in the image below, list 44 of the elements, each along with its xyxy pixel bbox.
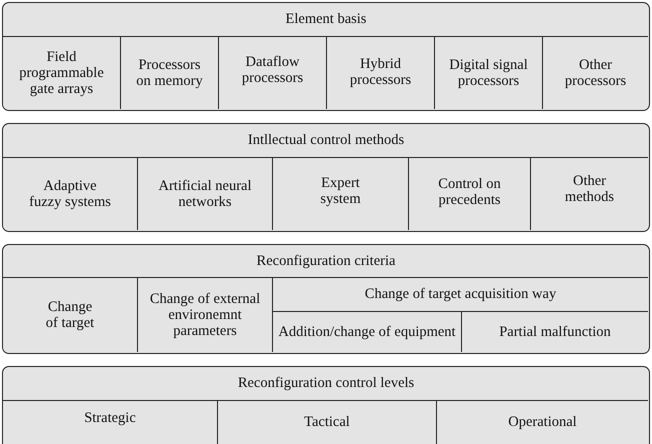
- category-panel: [2, 2, 650, 111]
- category-cell: [326, 36, 434, 109]
- category-cell: [461, 311, 648, 352]
- panel-heading: Element basis: [286, 11, 366, 28]
- category-cell: [137, 157, 272, 230]
- panel-heading: Intllectual control methods: [248, 132, 404, 149]
- category-cell: [137, 277, 272, 352]
- cell-label: Dataflow processors: [240, 54, 304, 86]
- category-cell: [436, 400, 648, 444]
- category-cell: [217, 400, 436, 444]
- category-cell: [3, 36, 120, 109]
- category-cell: [120, 36, 218, 109]
- cell-label: Partial malfunction: [499, 324, 611, 340]
- cell-label: Other methods: [564, 172, 616, 206]
- category-cell: [542, 36, 648, 109]
- category-cell: [218, 36, 326, 109]
- category-panel: [2, 123, 650, 232]
- cell-label: Field programmable gate arrays: [18, 48, 105, 98]
- subcategory-panel: [272, 277, 648, 352]
- cell-label: Control on precedents: [437, 176, 502, 208]
- category-cell: [272, 157, 408, 230]
- category-panel: [2, 366, 650, 444]
- cell-label: Artificial neural networks: [158, 178, 252, 210]
- cell-label: Change of external environemnt parameters: [148, 290, 262, 340]
- cell-label: Processors on memory: [135, 56, 204, 90]
- cell-label: Addition/change of equipment: [278, 324, 456, 340]
- cell-label: Other processors: [564, 56, 628, 90]
- panel-heading: Reconfiguration control levels: [238, 375, 414, 392]
- cell-label: Strategic: [84, 410, 136, 427]
- category-cell: [408, 157, 530, 230]
- category-cell: [3, 157, 137, 230]
- cell-label: Digital signal processors: [448, 56, 529, 90]
- category-cell: [434, 36, 542, 109]
- category-cell: [3, 277, 137, 352]
- cell-label: Tactical: [304, 414, 350, 431]
- cell-label: Adaptive fuzzy systems: [28, 178, 112, 210]
- category-panel: [2, 244, 650, 354]
- panel-heading: Change of target acquisition way: [364, 286, 556, 303]
- panel-heading: Reconfiguration criteria: [256, 252, 396, 270]
- category-cell: [530, 157, 648, 230]
- cell-label: Change of target: [44, 298, 96, 332]
- cell-label: Hybrid processors: [348, 56, 412, 88]
- cell-label: Operational: [508, 414, 577, 431]
- cell-label: Expert system: [319, 174, 362, 208]
